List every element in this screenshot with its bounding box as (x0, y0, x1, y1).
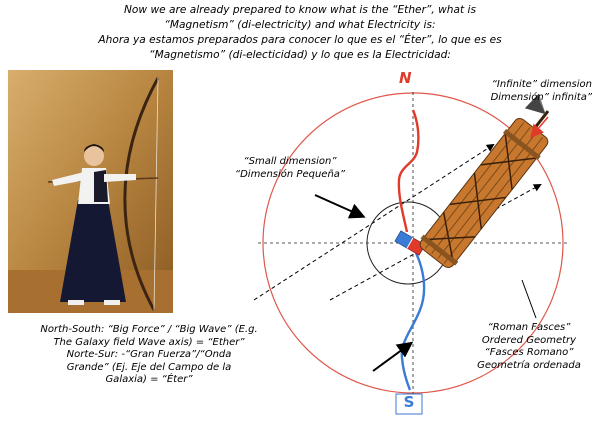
south-label: S (402, 396, 416, 409)
ns-line-5: Galaxia) = “Éter” (0, 374, 298, 387)
fasces-es-1: “Fasces Romano” (462, 347, 596, 360)
small-en: “Small dimension” (205, 156, 375, 169)
fasces-en-2: Ordered Geometry (462, 335, 596, 348)
infinite-es: Dimensión” infinita” (440, 92, 592, 105)
small-dimension-arrow (315, 195, 362, 216)
north-south-arrow (373, 344, 410, 371)
north-south-label: North-South: “Big Force” / “Big Wave” (E… (0, 324, 298, 387)
ns-line-3: Norte-Sur: -“Gran Fuerza”/“Onda (0, 349, 298, 362)
north-label: N (399, 72, 412, 85)
ns-line-1: North-South: “Big Force” / “Big Wave” (E… (0, 324, 298, 337)
infinite-dimension-label: “Infinite” dimension Dimensión” infinita… (440, 79, 592, 104)
small-es: “Dimensión Pequeña” (205, 169, 375, 182)
small-dimension-label: “Small dimension” “Dimensión Pequeña” (205, 156, 375, 181)
infinite-en: “Infinite” dimension (440, 79, 592, 92)
ns-line-2: The Galaxy field Wave axis) = “Ether” (0, 337, 298, 350)
north-wave (399, 110, 419, 232)
fasces-en-1: “Roman Fasces” (462, 322, 596, 335)
fasces-es-2: Geometría ordenada (462, 360, 596, 373)
roman-fasces-label: “Roman Fasces” Ordered Geometry “Fasces … (462, 322, 596, 372)
ns-line-4: Grande” (Ej. Eje del Campo de la (0, 362, 298, 375)
fasces-pointer-line (522, 280, 536, 318)
